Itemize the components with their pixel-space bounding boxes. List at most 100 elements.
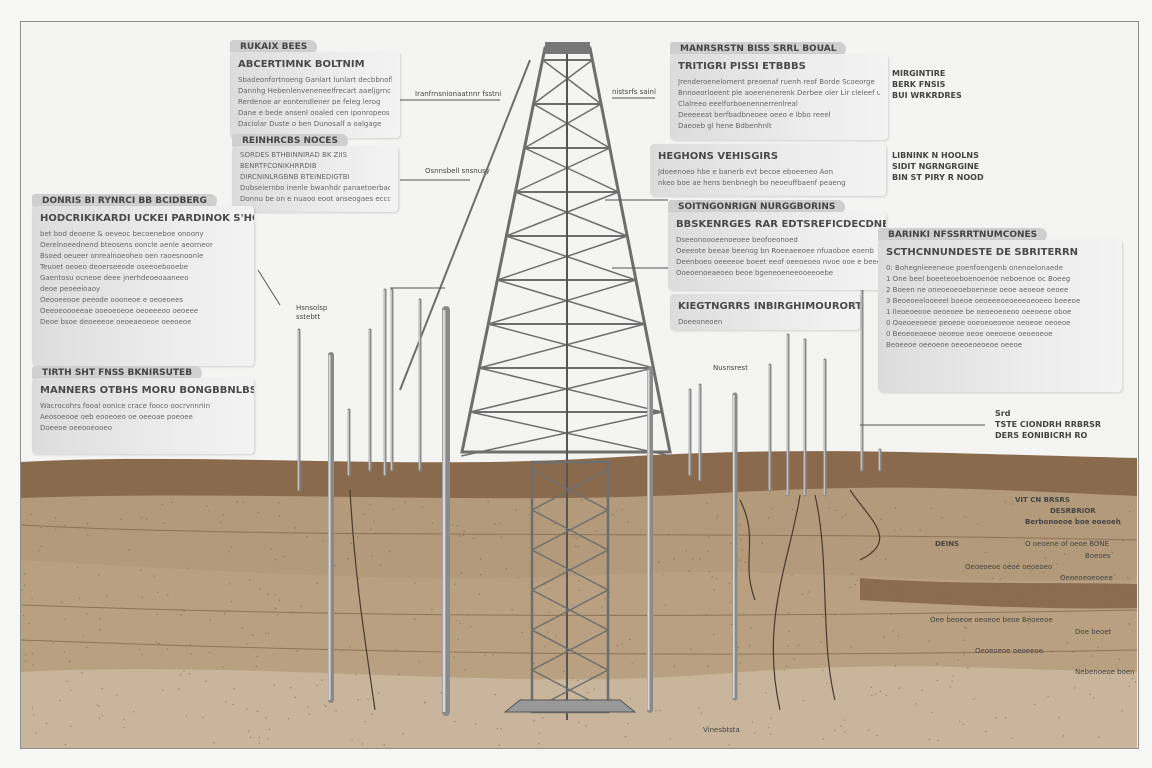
label-box-line: Daeoeb gl hene Bdbenhnlt [678,121,880,132]
soil-speck [1110,602,1111,603]
soil-speck [985,552,986,553]
soil-speck [181,614,182,615]
soil-speck [668,534,669,535]
soil-speck [784,669,785,670]
soil-speck [595,531,596,532]
soil-speck [123,719,124,720]
soil-speck [890,613,891,614]
derrick-brace [461,412,662,456]
soil-speck [929,641,930,642]
soil-speck [821,613,822,614]
soil-speck [1093,697,1094,698]
soil-speck [798,644,799,645]
soil-speck [993,590,994,591]
soil-speck [660,710,661,711]
soil-speck [670,738,671,739]
soil-speck [98,706,99,707]
soil-speck [35,732,36,733]
label-box-line: Doeeoneoen [678,317,852,328]
soil-speck [883,636,884,637]
soil-speck [395,649,396,650]
soil-speck [140,570,141,571]
label-box-line: Daciolar Duste o ben Dunosalf a oalgage [238,119,392,130]
soil-speck [223,514,224,515]
soil-speck [892,630,893,631]
soil-speck [259,589,260,590]
label-box-line: 1 Ileoeoeooe oeoeoee be oeoeoeoeoo oeeoe… [886,307,1114,318]
soil-speck [142,597,143,598]
soil-speck [921,690,922,691]
soil-speck [544,646,545,647]
soil-speck [256,666,257,667]
soil-speck [965,627,966,628]
label-box-line: Gaentosu ocneoe deee jnerhdeoeoaaneeo [40,273,246,284]
soil-speck [214,742,215,743]
soil-speck [40,527,41,528]
soil-speck [421,506,422,507]
soil-speck [1035,590,1036,591]
soil-speck [688,571,689,572]
label-box-line: Dane e bede ansenl ooaled cen iponropeos [238,108,392,119]
soil-speck [815,614,816,615]
soil-speck [952,676,953,677]
soil-speck [630,698,631,699]
soil-speck [707,502,708,503]
soil-speck [931,508,932,509]
strata-label: Oeoeoeoe oeoe oeoeoeo [965,563,1052,572]
soil-speck [265,633,266,634]
soil-speck [210,619,211,620]
soil-speck [183,611,184,612]
soil-speck [548,612,549,613]
soil-speck [171,502,172,503]
soil-speck [25,654,26,655]
soil-speck [270,548,271,549]
label-box-line: Sbadeonfortnoeng Ganlart lunlart decbbno… [238,75,392,86]
soil-speck [621,509,622,510]
soil-speck [159,643,160,644]
soil-speck [317,685,318,686]
soil-speck [1121,710,1122,711]
soil-speck [578,580,579,581]
soil-speck [275,608,276,609]
soil-speck [1067,642,1068,643]
soil-speck [829,507,830,508]
soil-speck [886,695,887,696]
soil-speck [1074,687,1075,688]
soil-speck [788,631,789,632]
label-box-line: Aeosoeooe oeb eooeoeo oe oeeoae poeoee [40,412,246,423]
soil-speck [364,721,365,722]
soil-speck [708,536,709,537]
soil-speck [579,590,580,591]
soil-speck [770,718,771,719]
soil-speck [880,691,881,692]
soil-speck [820,641,821,642]
label-box-line: BENRTFCONIKHRRDIB [240,161,390,172]
soil-speck [248,730,249,731]
soil-speck [826,683,827,684]
soil-speck [351,739,352,740]
soil-speck [821,524,822,525]
soil-speck [369,504,370,505]
derrick-brace [533,104,609,148]
soil-speck [835,510,836,511]
soil-speck [547,631,548,632]
soil-speck [1051,588,1052,589]
strata-label: Oeoeoeoeoeee [1060,574,1113,583]
label-box-line: Bnnoeorloeent ple aoeenenerenk Derbee ol… [678,88,880,99]
label-box-line: Dubseiernbo inenle bwanhdr panaetoerback… [240,183,390,194]
soil-speck [98,574,99,575]
soil-speck [70,690,71,691]
soil-speck [186,715,187,716]
soil-speck [985,731,986,732]
soil-speck [258,512,259,513]
soil-speck [259,736,260,737]
soil-speck [190,644,191,645]
label-box-heading: KIEGTNGRRS INBIRGHIMOURORTNS [678,301,852,312]
soil-speck [257,711,258,712]
soil-speck [378,692,379,693]
soil-speck [324,704,325,705]
callout-label: Osnnsbell snsnusy [425,167,490,176]
soil-speck [823,739,824,740]
soil-speck [459,535,460,536]
label-box-line: Deenboeo oeeeeoe boeet eeof oeeoeoeo nvo… [676,257,878,268]
